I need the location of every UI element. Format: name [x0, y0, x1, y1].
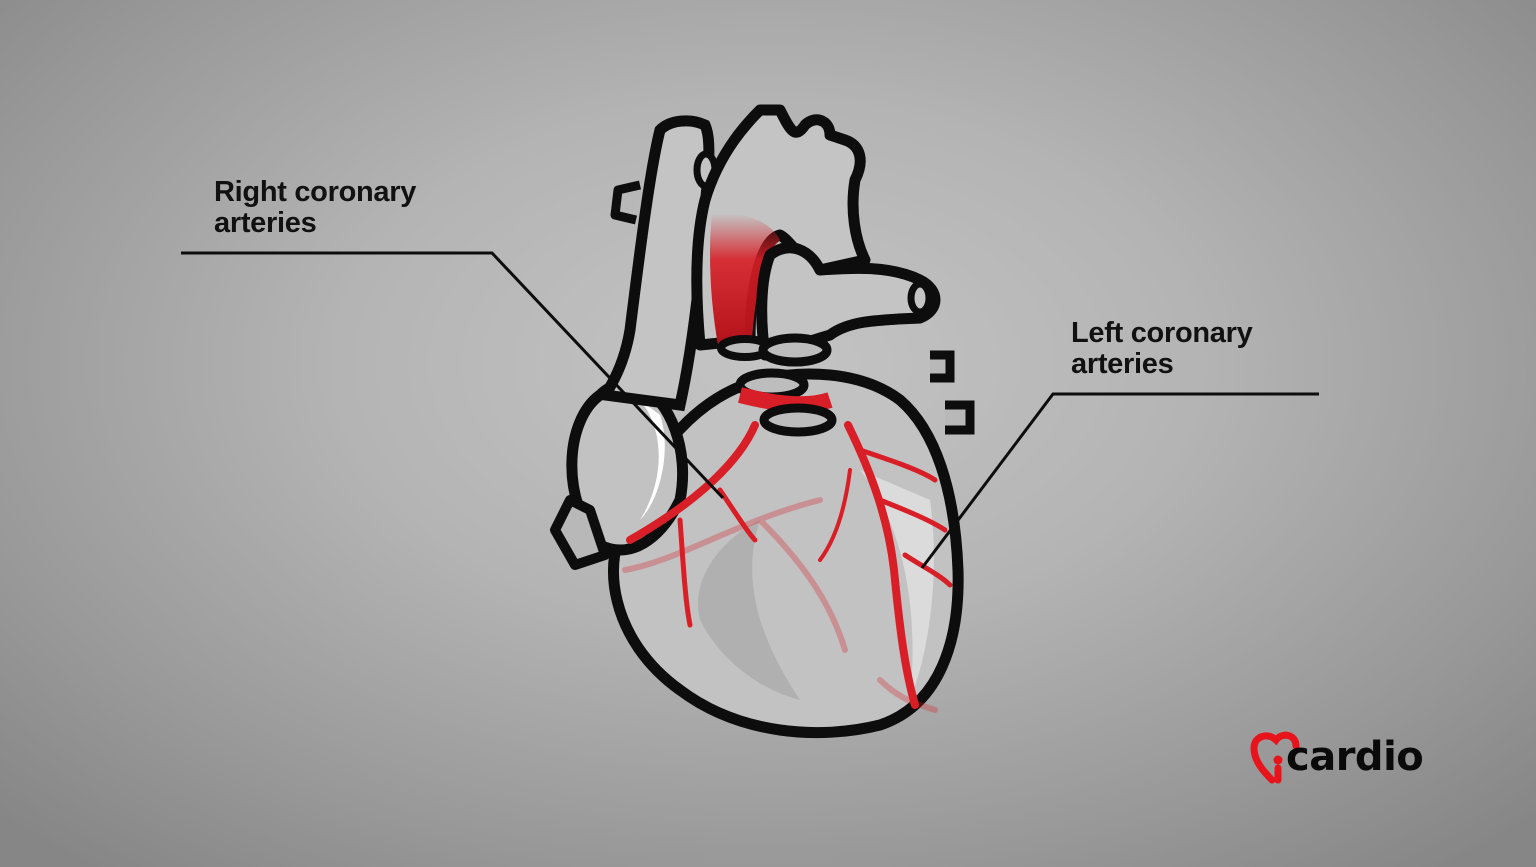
icardio-logo: cardio [1250, 726, 1450, 786]
right-coronary-leader [181, 251, 725, 500]
vessel-openings [717, 333, 837, 437]
right-coronary-label-line1: Right coronary [214, 176, 417, 208]
callout-lines [181, 251, 1319, 569]
left-coronary-label: Left coronary arteries [1071, 317, 1253, 380]
coronary-arteries [622, 421, 953, 713]
left-coronary-label-line1: Left coronary [1071, 317, 1253, 349]
right-coronary-label-line2: arteries [214, 207, 317, 239]
left-coronary-leader [920, 392, 1319, 569]
heart-i-icon [1250, 731, 1300, 784]
right-coronary-label: Right coronary arteries [214, 177, 416, 239]
pulmonary-veins [930, 350, 975, 435]
pulmonary-artery [756, 242, 941, 361]
left-coronary-label-line2: arteries [1071, 348, 1174, 380]
logo-text: cardio [1286, 734, 1424, 780]
